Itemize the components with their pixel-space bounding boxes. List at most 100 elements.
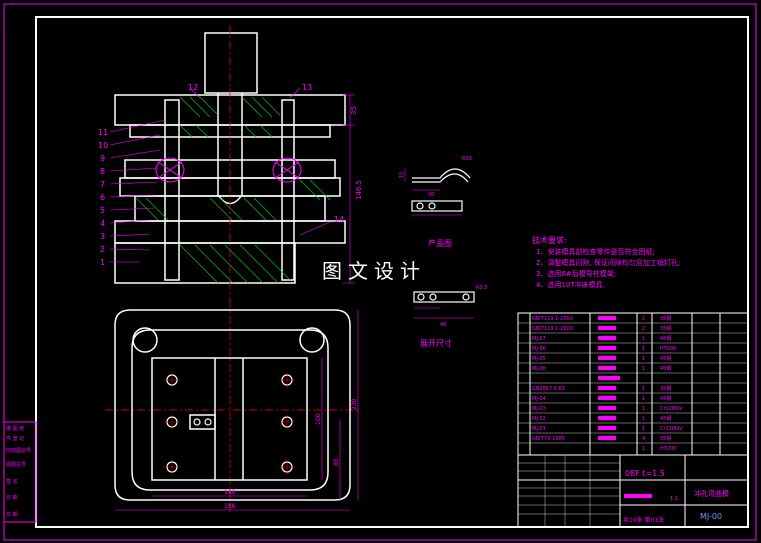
bom-qty: 1 <box>642 406 645 412</box>
callout-9: 9 <box>100 154 105 163</box>
callout-3: 3 <box>100 232 105 241</box>
drawing-title: 冲孔弯曲模 <box>694 489 729 498</box>
sidebar-label: 日 期 <box>6 512 18 518</box>
bom-code: GB2867.5-81 <box>532 386 565 392</box>
centerlines <box>105 25 360 512</box>
bom-code: GB/T119.1-2000 <box>532 326 573 332</box>
scale: 1:1 <box>670 496 678 502</box>
bom-code: MJ-08 <box>532 366 546 372</box>
callout-7: 7 <box>100 180 105 189</box>
dim-depth-lower: 80 <box>333 458 340 466</box>
plan-dimensions <box>115 310 359 511</box>
dim-height-total: 146.5 <box>355 180 363 200</box>
bom-code: MJ-02 <box>532 416 546 422</box>
blank-dim-len: 48 <box>440 322 446 328</box>
bom-mat: 45钢 <box>660 415 671 422</box>
tech-item: 4、选用10T冲床模具. <box>536 280 605 289</box>
blank-dim-lines <box>414 307 474 319</box>
bom-qty: 1 <box>642 416 645 422</box>
dim-depth-mid: 100 <box>315 413 322 425</box>
section-hatching <box>135 96 331 284</box>
callout-13: 13 <box>302 83 312 92</box>
bom-code: MJ-05 <box>532 356 546 362</box>
bom-qty: 1 <box>642 366 645 372</box>
callout-8: 8 <box>100 167 105 176</box>
callout-1: 1 <box>100 258 105 267</box>
callout-10: 10 <box>98 141 108 150</box>
bom-name-blocks <box>598 316 652 498</box>
sidebar-frame <box>3 421 37 523</box>
bom-mat: 35钢 <box>660 435 671 442</box>
bom-mat: HT200 <box>660 446 676 452</box>
bom-code: MJ-07 <box>532 336 546 342</box>
bom-code: MJ-03 <box>532 406 546 412</box>
bom-mat: 35钢 <box>660 315 671 322</box>
bom-code: GB/T70-1985 <box>532 436 565 442</box>
bom-qty: 1 <box>642 386 645 392</box>
sidebar-label: 日 期 <box>6 495 18 501</box>
dim-depth-side: 230 <box>351 398 358 410</box>
bom-code: MJ-04 <box>532 396 546 402</box>
bom-row-lines <box>518 322 748 527</box>
callout-6: 6 <box>100 193 105 202</box>
vertical-dimensions <box>343 94 355 284</box>
springs <box>155 157 302 183</box>
blank-sketch <box>413 291 475 303</box>
bom-qty: 2 <box>642 326 645 332</box>
bom-text: GB/T119.1-2000 2 35钢 GB/T119.1-2000 2 35… <box>532 315 683 452</box>
bom-code: MJ-01 <box>532 426 546 432</box>
outer-frame <box>3 3 757 541</box>
dim-height-top: 35 <box>350 106 358 115</box>
sheet-info: 共10张 第01张 <box>623 516 664 524</box>
bom-code: GB/T119.1-2000 <box>532 316 573 322</box>
sidebar-label: 底图总号 <box>6 461 26 468</box>
bom-qty: 1 <box>642 396 645 402</box>
bom-mat: Cr12MoV <box>660 406 683 412</box>
inner-frame <box>35 16 749 528</box>
sidebar-label: 旧底图总号 <box>6 447 31 454</box>
bom-code: MJ-06 <box>532 346 546 352</box>
plan-hole-centers <box>164 372 295 475</box>
product-dim-r: R10 <box>462 156 472 162</box>
product-dim-lines <box>404 168 462 216</box>
title-block-text: 08F t=1.5 冲孔弯曲模 MJ-00 共10张 第01张 1:1 <box>623 469 729 524</box>
callout-4: 4 <box>100 219 105 228</box>
bom-qty: 1 <box>642 336 645 342</box>
material-spec: 08F t=1.5 <box>625 469 665 478</box>
callout-14: 14 <box>334 215 344 224</box>
product-label: 产品图 <box>428 238 452 248</box>
sidebar-labels: 描 图 用 件 登 记 旧底图总号 底图总号 签 名 日 期 日 期 <box>6 425 31 518</box>
blank-dim-r: R3.5 <box>476 285 487 291</box>
tech-item: 2、调整模具间隙, 保证间隙均匀后加工销钉孔; <box>536 258 680 267</box>
bom-qty: 1 <box>642 356 645 362</box>
bom-qty: 2 <box>642 316 645 322</box>
blank-label: 展开尺寸 <box>420 338 452 348</box>
bom-mat: 45钢 <box>660 365 671 372</box>
sidebar-label: 件 登 记 <box>6 435 24 442</box>
tech-title: 技术要求: <box>532 235 567 245</box>
callout-5: 5 <box>100 206 105 215</box>
drawing-number: MJ-00 <box>700 512 722 521</box>
bom-mat: HT200 <box>660 346 676 352</box>
dim-width-base: 180 <box>224 489 236 496</box>
bom-qty: 1 <box>642 346 645 352</box>
bom-mat: 45钢 <box>660 395 671 402</box>
bom-frame <box>517 312 749 528</box>
sidebar-label: 描 图 用 <box>6 425 24 432</box>
plan-holes <box>166 374 293 473</box>
bom-mat: 45钢 <box>660 355 671 362</box>
callout-11: 11 <box>98 128 108 137</box>
bom-mat: 45钢 <box>660 335 671 342</box>
bom-mat: 35钢 <box>660 385 671 392</box>
plan-view <box>114 309 351 501</box>
product-dim-h: 15 <box>399 172 405 178</box>
product-sketch <box>411 168 471 212</box>
tech-requirements: 技术要求: 1、安装模具前检查零件是否符合图纸; 2、调整模具间隙, 保证间隙均… <box>532 235 680 289</box>
callout-numbers: 11 10 9 8 7 6 5 4 3 2 1 12 13 14 <box>98 83 344 267</box>
product-dim-w: 30 <box>428 192 434 198</box>
watermark: 图文设计 <box>322 259 426 283</box>
tech-item: 3、选用8#后模导柱模架; <box>536 269 616 278</box>
sidebar-label: 签 名 <box>6 478 18 485</box>
tech-item: 1、安装模具前检查零件是否符合图纸; <box>536 247 655 256</box>
